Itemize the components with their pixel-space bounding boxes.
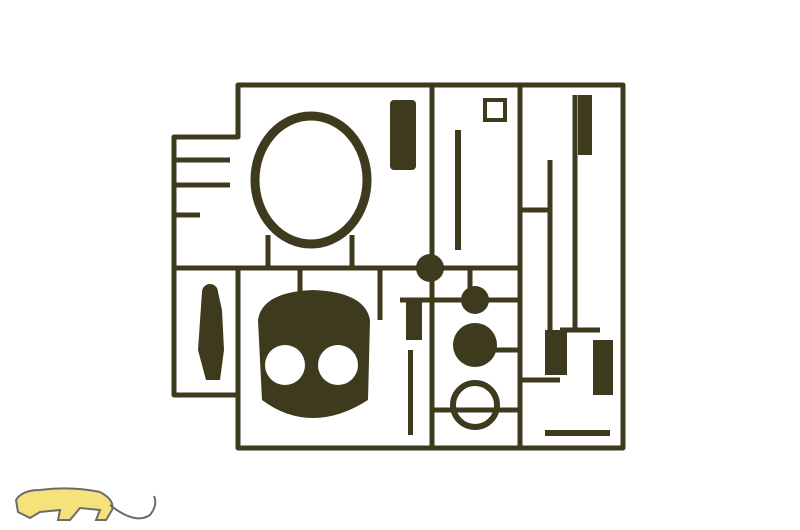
gun-part (578, 95, 592, 155)
bracket-part (593, 340, 613, 395)
sprue-hub (416, 254, 444, 282)
sprue-frame (171, 82, 626, 451)
crew-figure-part (198, 284, 224, 380)
round-part (461, 286, 489, 314)
sprue-parts (198, 95, 613, 436)
mantlet-part (258, 290, 370, 418)
ring-part (450, 380, 500, 430)
hatch-part (390, 100, 416, 170)
disc-part (453, 323, 497, 367)
tiger-logo (14, 487, 157, 521)
gun-mount-part (545, 330, 567, 375)
turret-ring-part (250, 111, 372, 249)
